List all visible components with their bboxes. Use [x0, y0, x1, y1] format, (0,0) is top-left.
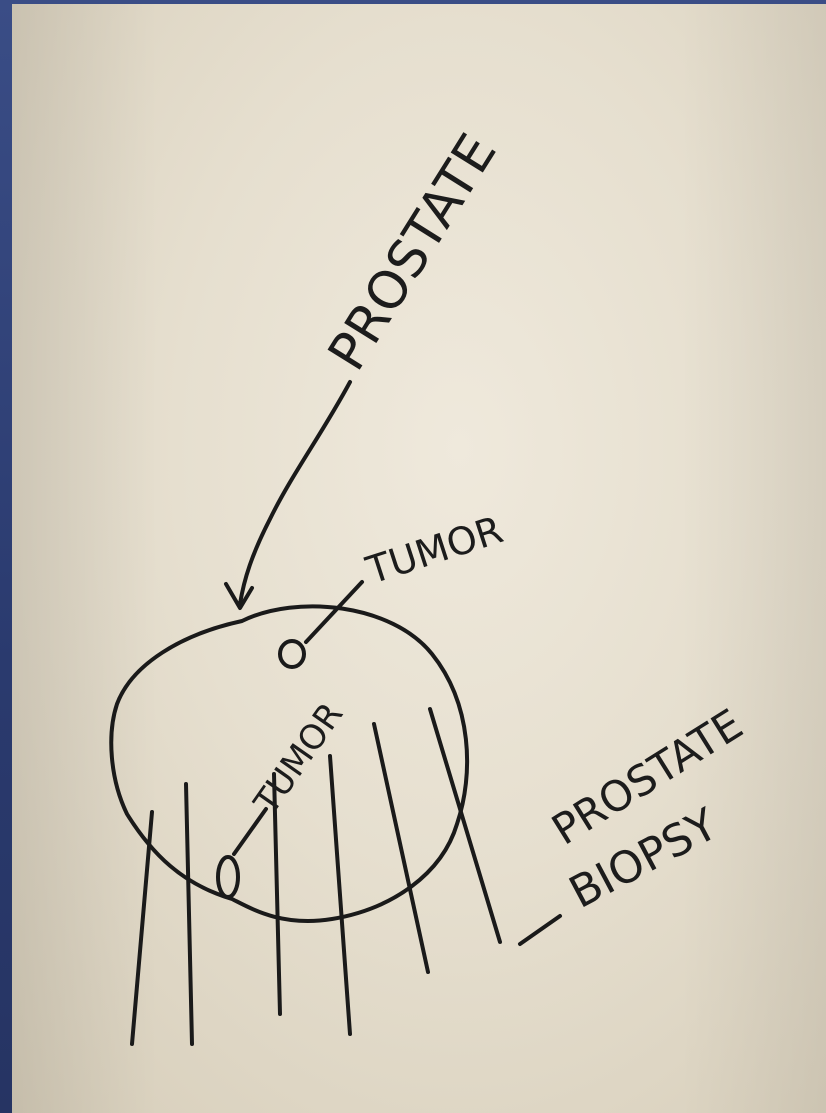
photo-of-handwritten-sketch: PROSTATE TUMOR TUMOR PROSTATE BIOPSY: [12, 4, 826, 1113]
upper-tumor-circle: [280, 641, 304, 667]
biopsy-track-4: [330, 756, 350, 1034]
arrowhead: [226, 584, 252, 608]
lower-tumor-leader-line: [234, 809, 266, 854]
prostate-label: PROSTATE: [317, 124, 508, 381]
lower-tumor-label: TUMOR: [246, 696, 351, 822]
biopsy-leader-line: [520, 916, 560, 944]
prostate-pointer-arrow: [240, 382, 350, 604]
upper-tumor-label: TUMOR: [360, 507, 508, 592]
biopsy-track-2: [186, 784, 192, 1044]
biopsy-track-1: [132, 812, 152, 1044]
prostate-biopsy-sketch: PROSTATE TUMOR TUMOR PROSTATE BIOPSY: [12, 4, 826, 1113]
biopsy-track-5: [374, 724, 428, 972]
lower-tumor-circle: [218, 857, 238, 897]
